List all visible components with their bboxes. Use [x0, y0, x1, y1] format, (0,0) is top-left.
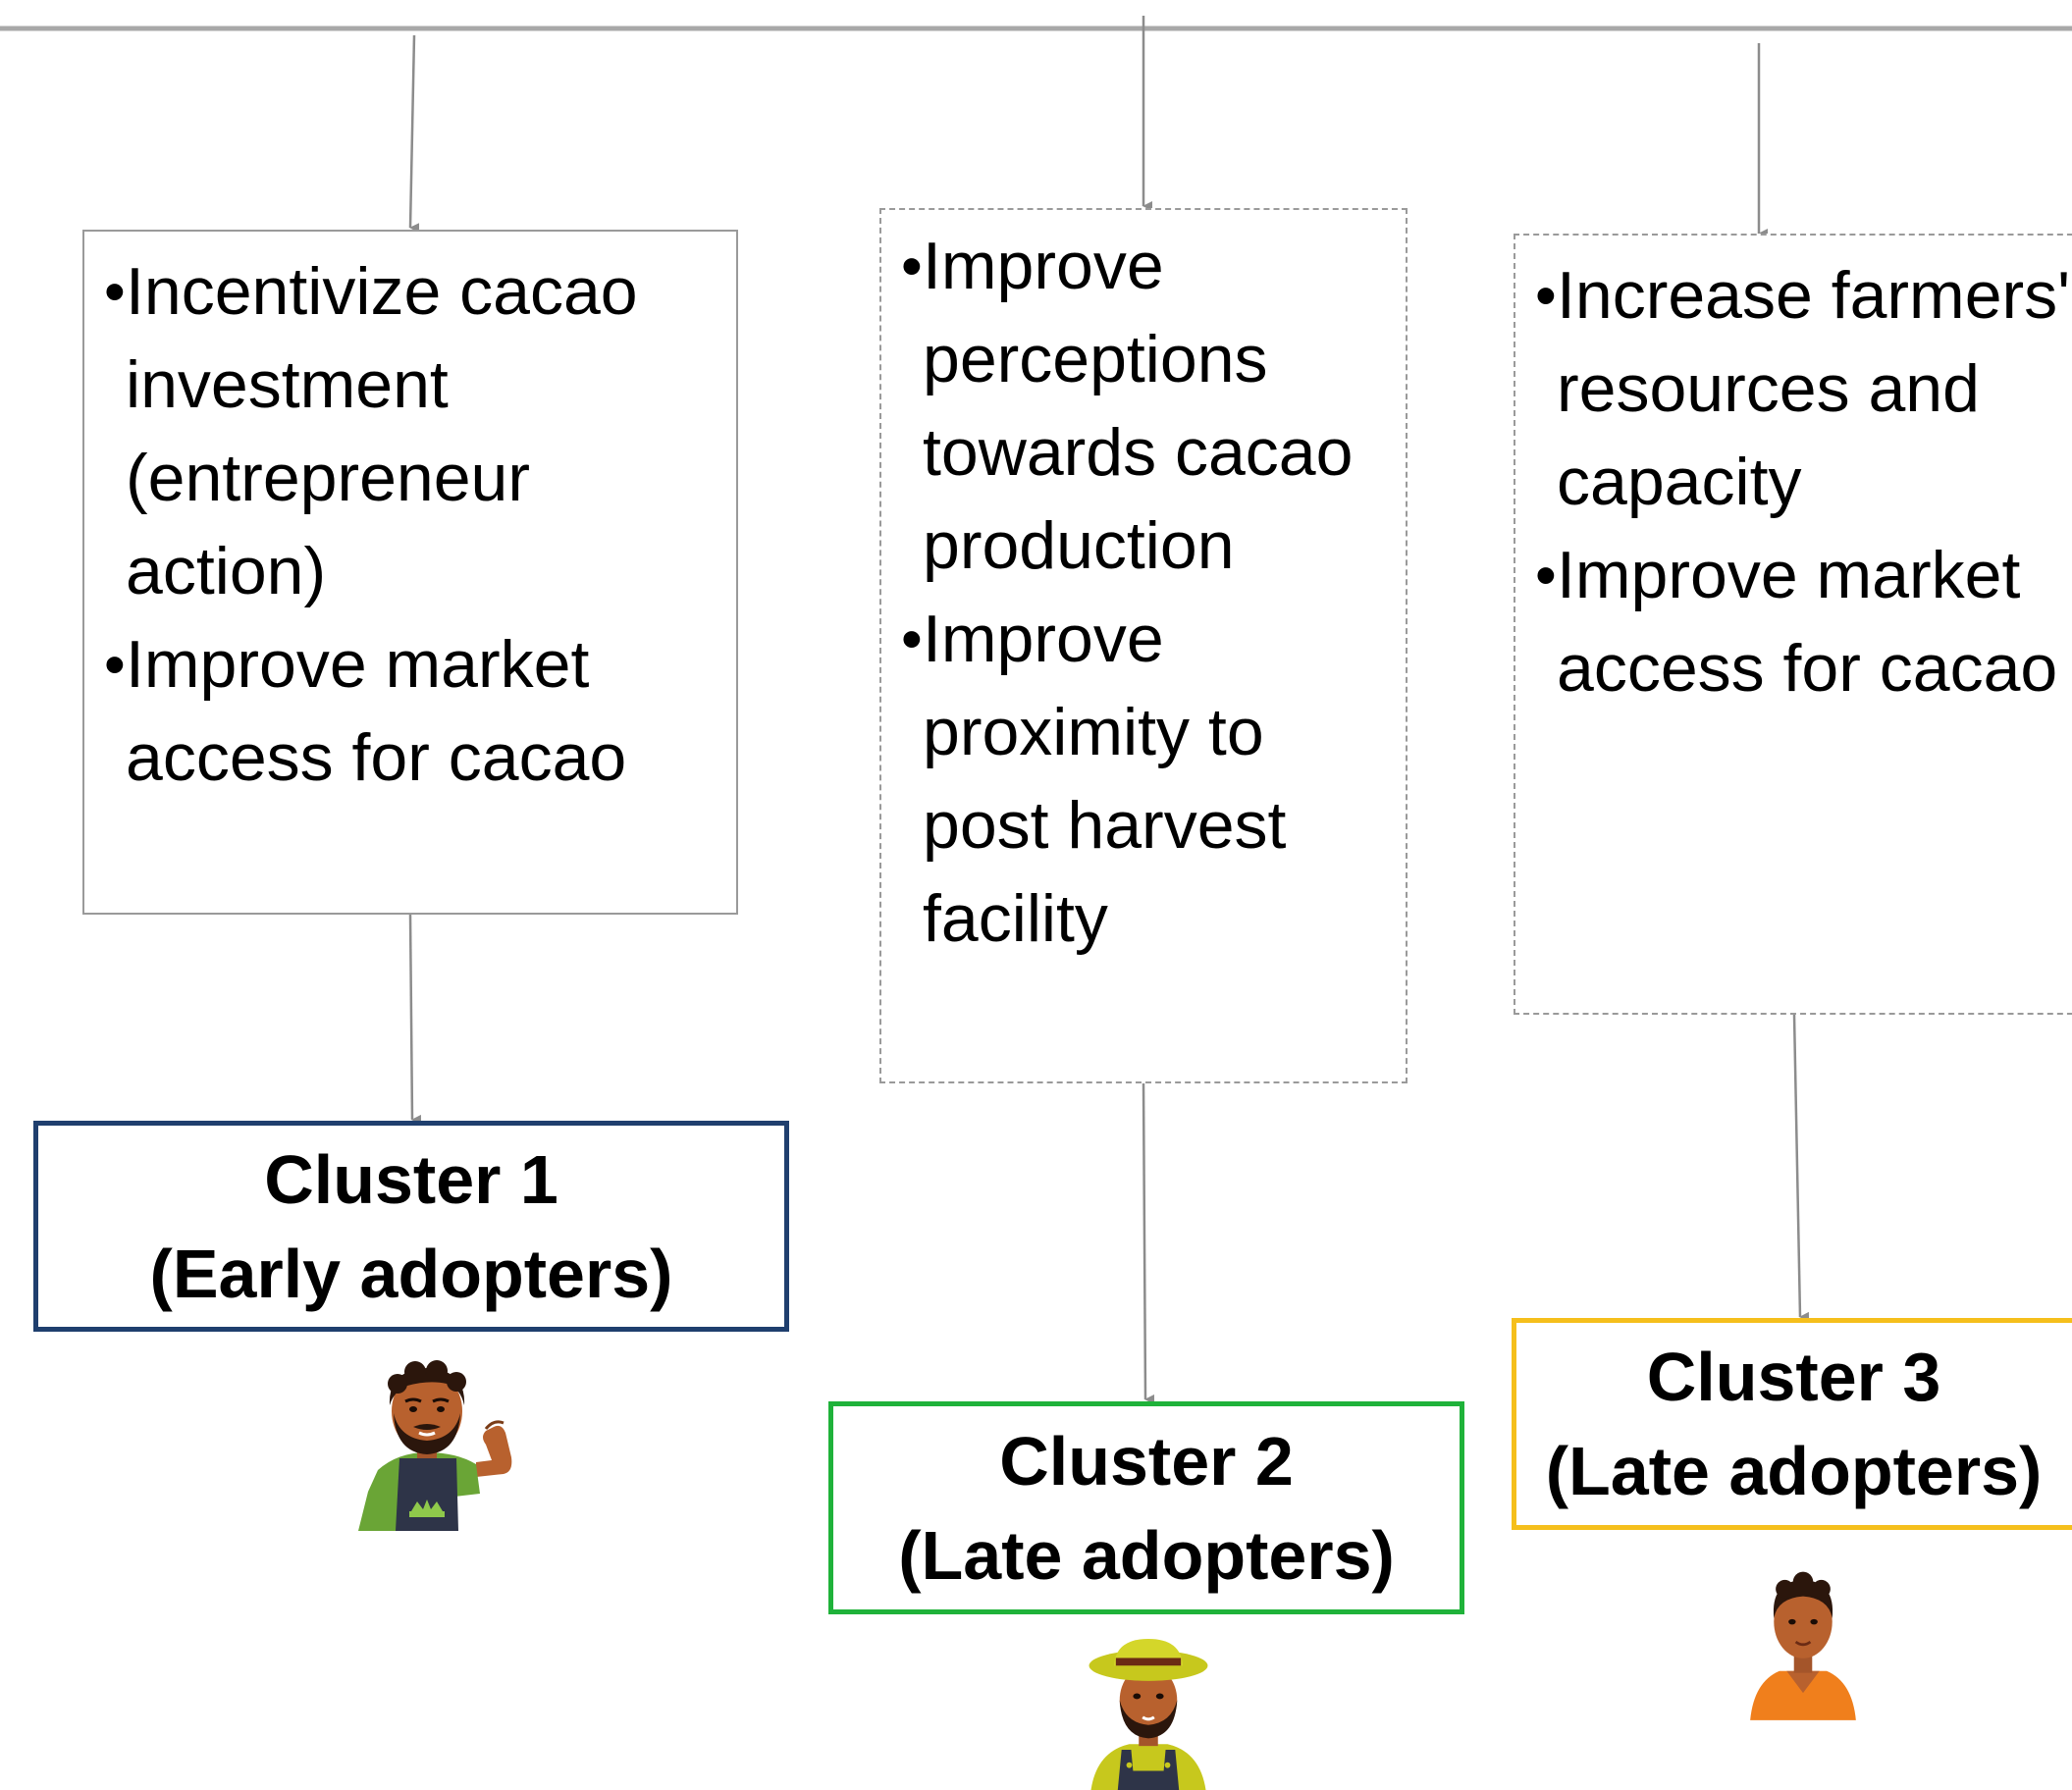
- recommendation-item: Improve market access for cacao: [104, 618, 726, 805]
- recommendation-item: Incentivize cacao investment (entreprene…: [104, 245, 726, 618]
- farmer-flexing-icon: [358, 1360, 512, 1531]
- recommendation-box-2: Improve perceptions towards cacao produc…: [879, 208, 1408, 1083]
- cluster-1-title: Cluster 1: [264, 1140, 558, 1218]
- recommendation-box-3: Increase farmers' resources and capacity…: [1514, 234, 2072, 1015]
- cluster-3-subtitle: (Late adopters): [1545, 1433, 2043, 1509]
- farmer-orange-shirt-icon: [1750, 1571, 1856, 1720]
- recommendation-item: Improve market access for cacao: [1535, 529, 2072, 715]
- arrow-box-1-to-cluster-1: [408, 914, 422, 1125]
- recommendation-box-1: Incentivize cacao investment (entreprene…: [82, 230, 738, 915]
- cluster-2-box: Cluster 2 (Late adopters): [828, 1401, 1464, 1614]
- cluster-1-box: Cluster 1 (Early adopters): [33, 1121, 789, 1332]
- arrow-box-2-to-cluster-2: [1142, 1082, 1155, 1404]
- farmer-straw-hat-icon: [1089, 1638, 1208, 1790]
- arrow-box-3-to-cluster-3: [1792, 1014, 1810, 1322]
- recommendation-list-3: Increase farmers' resources and capacity…: [1535, 249, 2072, 715]
- cluster-3-title: Cluster 3: [1646, 1339, 1941, 1415]
- recommendation-item: Improve perceptions towards cacao produc…: [901, 220, 1396, 593]
- recommendation-list-2: Improve perceptions towards cacao produc…: [901, 220, 1396, 966]
- recommendation-item: Improve proximity to post harvest facili…: [901, 593, 1396, 966]
- arrow-top-to-box-1: [408, 34, 420, 234]
- recommendation-list-1: Incentivize cacao investment (entreprene…: [104, 245, 726, 805]
- recommendation-item: Increase farmers' resources and capacity: [1535, 249, 2072, 529]
- cluster-3-box: Cluster 3 (Late adopters): [1512, 1318, 2072, 1530]
- cluster-1-subtitle: (Early adopters): [149, 1235, 673, 1312]
- cluster-2-subtitle: (Late adopters): [898, 1516, 1395, 1594]
- cluster-2-title: Cluster 2: [999, 1422, 1294, 1500]
